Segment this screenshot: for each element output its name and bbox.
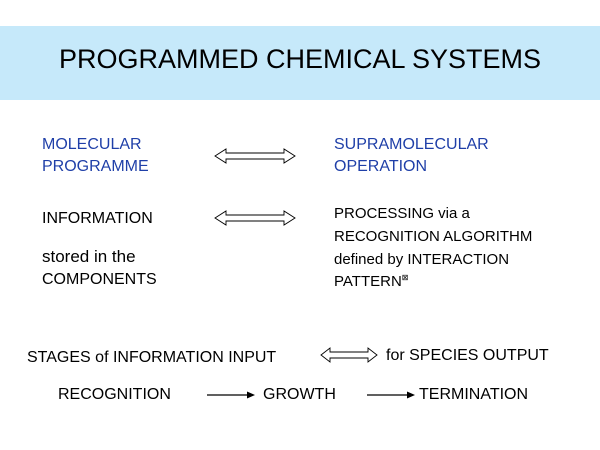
recognition-stage: RECOGNITION [58,386,171,403]
title-banner [0,26,600,100]
operation-label: OPERATION [334,158,428,175]
footnote-mark-icon: ⊠ [401,273,409,282]
slide-title: PROGRAMMED CHEMICAL SYSTEMS [58,44,542,74]
right-arrow-icon [367,391,415,399]
right-arrow-icon [207,391,255,399]
double-arrow-icon [214,210,296,226]
information-label: INFORMATION [42,210,153,227]
double-arrow-icon [214,148,296,164]
pattern-label: PATTERN⊠ [334,273,408,290]
stages-label: STAGES of INFORMATION INPUT [27,349,277,366]
pattern-text: PATTERN [334,273,402,290]
defined-by-label: defined by INTERACTION [334,251,510,268]
supramolecular-label: SUPRAMOLECULAR [334,136,489,153]
termination-stage: TERMINATION [419,386,529,403]
processing-label: PROCESSING via a [334,205,470,222]
molecular-label: MOLECULAR [42,136,142,153]
components-label: COMPONENTS [42,271,157,288]
growth-stage: GROWTH [263,386,336,403]
programme-label: PROGRAMME [42,158,149,175]
double-arrow-icon [320,347,378,363]
stored-label: stored in the [42,247,136,266]
recognition-algorithm-label: RECOGNITION ALGORITHM [334,228,533,245]
species-output-label: for SPECIES OUTPUT [386,347,549,364]
